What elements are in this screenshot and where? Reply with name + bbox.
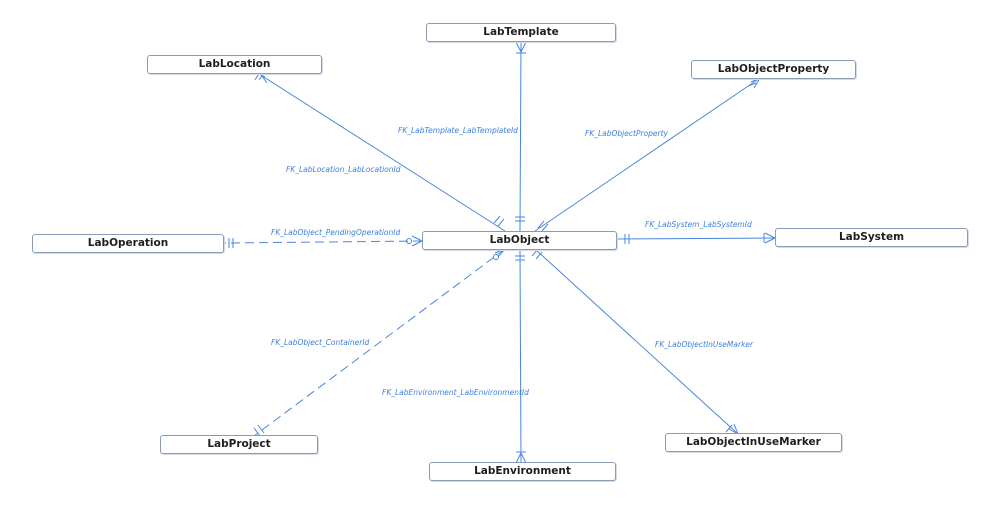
rel-line-labobjectproperty[interactable] xyxy=(534,77,761,232)
rel-label-labtemplate[interactable]: FK_LabTemplate_LabTemplateId xyxy=(398,126,518,135)
rel-line-labsystem[interactable] xyxy=(616,237,776,240)
rel-line-labtemplate[interactable] xyxy=(519,41,522,232)
rel-line-pendingoperation[interactable] xyxy=(224,240,423,244)
rel-label-lablocation[interactable]: FK_LabLocation_LabLocationId xyxy=(286,165,401,174)
entity-labsystem[interactable]: LabSystem xyxy=(775,228,968,247)
rel-label-labenvironment[interactable]: FK_LabEnvironment_LabEnvironmentId xyxy=(382,388,529,397)
rel-line-lablocation[interactable] xyxy=(255,71,506,232)
entity-laboperation[interactable]: LabOperation xyxy=(32,234,224,253)
entity-labobject[interactable]: LabObject xyxy=(422,231,617,250)
rel-label-labsystem[interactable]: FK_LabSystem_LabSystemId xyxy=(645,220,752,229)
rel-line-labenvironment[interactable] xyxy=(519,248,522,464)
entity-labtemplate[interactable]: LabTemplate xyxy=(426,23,616,42)
entity-lablocation[interactable]: LabLocation xyxy=(147,55,322,74)
entity-labproject[interactable]: LabProject xyxy=(160,435,318,454)
entity-labobjectproperty[interactable]: LabObjectProperty xyxy=(691,60,856,79)
rel-line-container[interactable] xyxy=(253,248,506,437)
rel-line-inusemarker[interactable] xyxy=(534,248,739,435)
relationship-end-marks xyxy=(228,41,776,464)
rel-label-pendingoperation[interactable]: FK_LabObject_PendingOperationId xyxy=(271,228,400,237)
rel-label-inusemarker[interactable]: FK_LabObjectInUseMarker xyxy=(655,340,754,349)
entity-labobjectinusemarker[interactable]: LabObjectInUseMarker xyxy=(665,433,842,452)
entity-labenvironment[interactable]: LabEnvironment xyxy=(429,462,616,481)
rel-label-labobjectproperty[interactable]: FK_LabObjectProperty xyxy=(585,129,669,138)
rel-label-container[interactable]: FK_LabObject_ContainerId xyxy=(271,338,370,347)
